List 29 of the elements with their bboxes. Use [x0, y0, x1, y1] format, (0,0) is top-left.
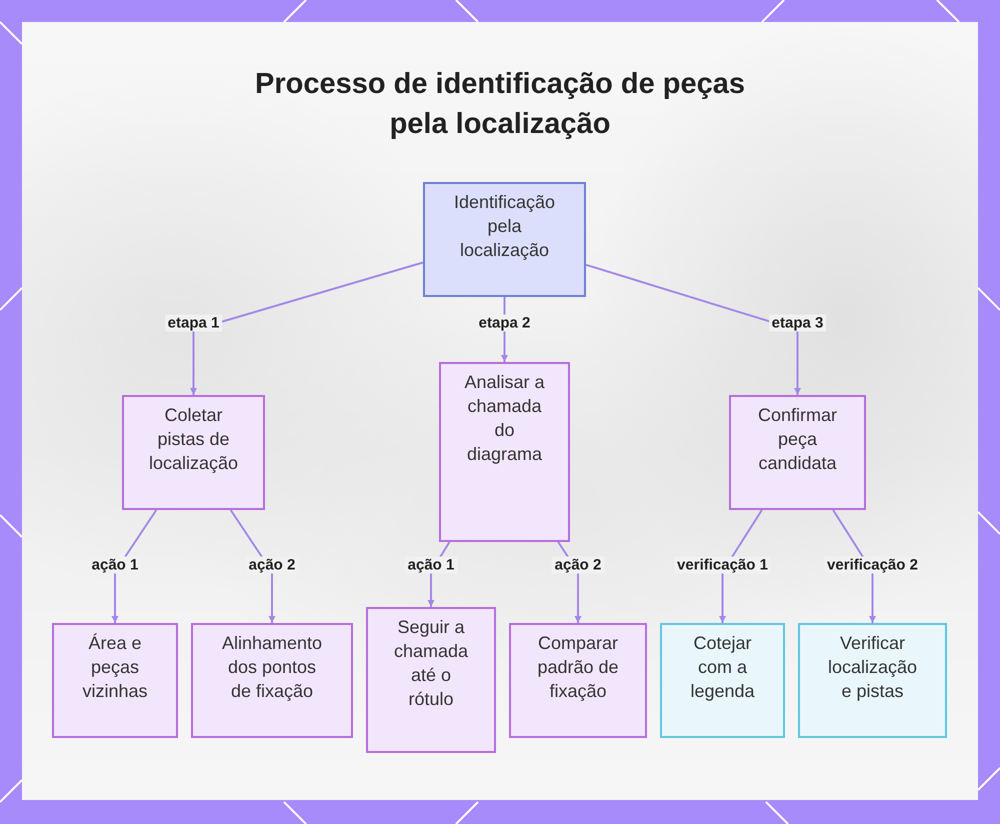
step-text: Coletar pistas de localização	[148, 404, 240, 475]
edge-label: ação 1	[404, 556, 458, 574]
process-box	[439, 362, 570, 542]
step-text: Cotejar com a legenda	[689, 632, 756, 703]
edge-label: etapa 1	[164, 314, 222, 332]
step-text: Confirmar peça candidata	[756, 404, 838, 475]
process-box	[798, 623, 947, 738]
step-text: Seguir a chamada até o rótulo	[392, 616, 470, 711]
step-text: Comparar padrão de fixação	[536, 632, 620, 703]
step-text: Alinhamento dos pontos de fixação	[220, 632, 324, 703]
edge-label: verificação 1	[674, 556, 771, 574]
diagram-title: Processo de identificação de peças pela localização	[254, 67, 746, 142]
process-box	[122, 395, 265, 510]
process-box	[52, 623, 178, 738]
process-box	[729, 395, 866, 510]
step-text: Analisar a chamada do diagrama	[463, 371, 546, 466]
edge-label: ação 2	[246, 556, 298, 574]
step-text: Identificação pela localização	[452, 191, 556, 262]
process-box	[423, 182, 586, 297]
process-box	[191, 623, 353, 738]
edge-label: ação 2	[552, 556, 604, 574]
process-box	[366, 607, 496, 753]
edge-label: etapa 3	[768, 314, 826, 332]
step-text: Verificar localização e pistas	[826, 632, 918, 703]
connector-arrow	[190, 262, 424, 395]
process-box	[660, 623, 785, 738]
step-text: Área e peças vizinhas	[81, 632, 149, 703]
connector-arrow	[586, 264, 801, 395]
process-box	[509, 623, 647, 738]
